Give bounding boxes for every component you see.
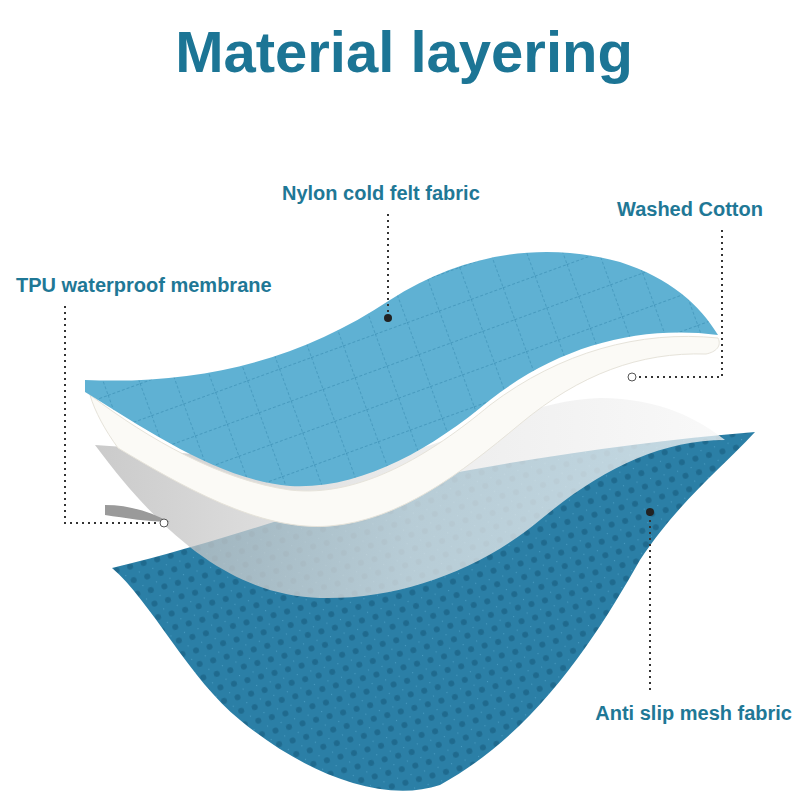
leader-line (649, 514, 651, 692)
leader-dot (628, 373, 636, 381)
layer-label: Nylon cold felt fabric (282, 181, 480, 205)
leader-line (636, 230, 722, 377)
leader-line (65, 306, 160, 523)
leader-dot (384, 314, 392, 322)
layer-label: TPU waterproof membrane (16, 273, 272, 297)
diagram-title: Material layering (4, 18, 800, 85)
leader-dot (160, 519, 168, 527)
leader-line (387, 214, 389, 316)
layer-label: Anti slip mesh fabric (595, 701, 792, 725)
leader-dot (646, 508, 654, 516)
membrane-edge (105, 505, 170, 522)
layer-label: Washed Cotton (617, 197, 763, 221)
